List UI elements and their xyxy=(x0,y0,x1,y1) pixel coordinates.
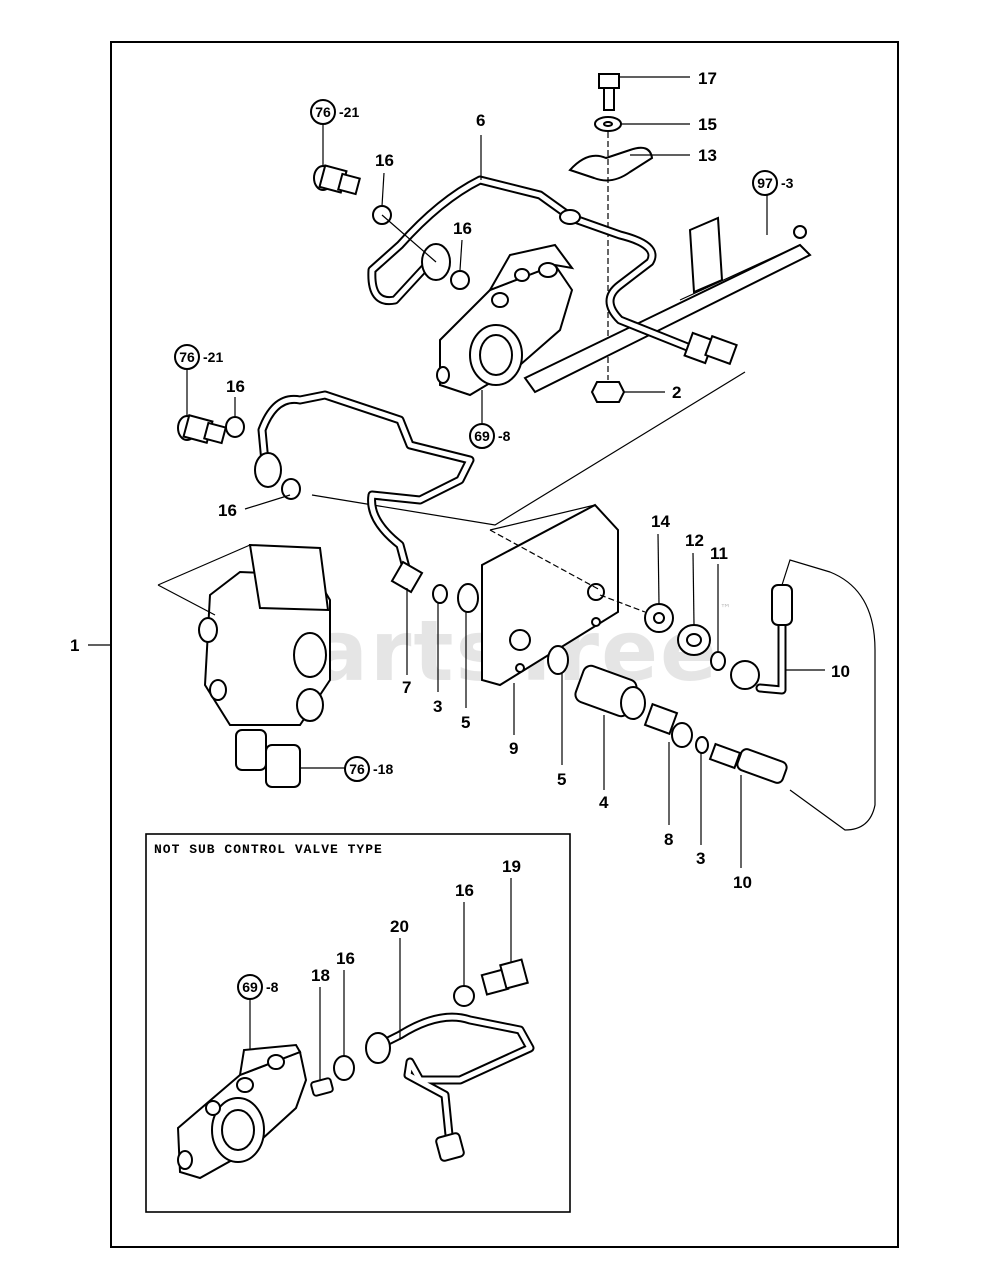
o-ring-11 xyxy=(710,651,726,671)
callout-16-b: 16 xyxy=(453,219,472,238)
ref-69-b-num: 69 xyxy=(242,979,258,995)
ref-76-a-num: 76 xyxy=(315,104,331,120)
plug-18 xyxy=(310,1077,334,1097)
callout-10-a: 10 xyxy=(831,662,850,681)
snap-ring-5-b xyxy=(547,645,570,675)
callout-16-inset-b: 16 xyxy=(336,949,355,968)
banjo-bolt-76-upper xyxy=(313,164,361,196)
pipe-6 xyxy=(367,175,695,353)
hose-10-upper xyxy=(730,584,793,695)
ref-circle-97 xyxy=(752,170,778,196)
valve-69-upper xyxy=(436,243,575,397)
callout-2: 2 xyxy=(672,383,681,402)
callout-5-a: 5 xyxy=(461,713,470,732)
clamp-13 xyxy=(568,146,654,182)
ref-69-b-suffix: -8 xyxy=(266,979,279,995)
assembly-label: 1 xyxy=(70,636,79,655)
callout-12: 12 xyxy=(685,531,704,550)
callout-16-inset-a: 16 xyxy=(455,881,474,900)
washer-16-b xyxy=(450,270,470,290)
callout-13: 13 xyxy=(698,146,717,165)
callout-16-d: 16 xyxy=(218,501,237,520)
guide-line-b xyxy=(157,544,251,616)
callout-14: 14 xyxy=(651,512,670,531)
callout-20: 20 xyxy=(390,917,409,936)
ref-69-a-num: 69 xyxy=(474,428,490,444)
callout-7: 7 xyxy=(402,678,411,697)
plate-9 xyxy=(481,503,619,687)
callout-3-b: 3 xyxy=(696,849,705,868)
ref-circle-76-a xyxy=(310,99,336,125)
ref-97-suffix: -3 xyxy=(781,175,794,191)
pipe-7 xyxy=(254,390,475,594)
ref-76-b-num: 76 xyxy=(179,349,195,365)
callout-5-b: 5 xyxy=(557,770,566,789)
washer-16-f xyxy=(333,1055,355,1081)
callout-18: 18 xyxy=(311,966,330,985)
ref-76-c-suffix: -18 xyxy=(373,761,393,777)
bracket-97 xyxy=(523,216,812,394)
watermark-trademark: ™ xyxy=(720,602,731,615)
inset-frame xyxy=(145,833,571,1213)
banjo-bolt-19 xyxy=(480,958,529,996)
callout-16-c: 16 xyxy=(226,377,245,396)
leader-lines xyxy=(186,76,825,868)
hose-10-lower xyxy=(708,742,788,784)
bolt-17 xyxy=(598,73,620,111)
callout-3-a: 3 xyxy=(433,697,442,716)
washer-16-e xyxy=(453,985,475,1007)
hose-loop xyxy=(781,559,876,831)
pipe-20 xyxy=(365,1012,535,1162)
callout-15: 15 xyxy=(698,115,717,134)
inset-title: NOT SUB CONTROL VALVE TYPE xyxy=(154,842,383,857)
washer-16-c xyxy=(225,416,245,438)
ref-circle-76-b xyxy=(174,344,200,370)
callout-17: 17 xyxy=(698,69,717,88)
ref-circle-69-a xyxy=(469,423,495,449)
ref-76-c-num: 76 xyxy=(349,761,365,777)
nut-2 xyxy=(590,381,626,403)
banjo-bolt-76-middle xyxy=(177,414,227,445)
ref-76-a-suffix: -21 xyxy=(339,104,359,120)
ref-circle-69-b xyxy=(237,974,263,1000)
control-valve-body xyxy=(198,543,345,788)
o-ring-3-a xyxy=(432,584,448,604)
o-ring-3-b xyxy=(695,736,709,754)
callout-6: 6 xyxy=(476,111,485,130)
washer-16-d xyxy=(281,478,301,500)
ref-97-num: 97 xyxy=(757,175,773,191)
valve-69-inset xyxy=(176,1043,308,1180)
callout-9: 9 xyxy=(509,739,518,758)
pipe-6-fitting xyxy=(683,331,738,366)
ref-76-b-suffix: -21 xyxy=(203,349,223,365)
ref-circle-76-c xyxy=(344,756,370,782)
ref-69-a-suffix: -8 xyxy=(498,428,511,444)
snap-ring-5-a xyxy=(457,583,480,613)
inset-leader-lines xyxy=(249,878,512,1080)
callout-8: 8 xyxy=(664,830,673,849)
coupler-4 xyxy=(574,664,646,720)
callout-4: 4 xyxy=(599,793,609,812)
callout-10-b: 10 xyxy=(733,873,752,892)
adapter-8 xyxy=(643,702,693,748)
callout-16-a: 16 xyxy=(375,151,394,170)
callout-19: 19 xyxy=(502,857,521,876)
callout-11: 11 xyxy=(710,544,728,563)
